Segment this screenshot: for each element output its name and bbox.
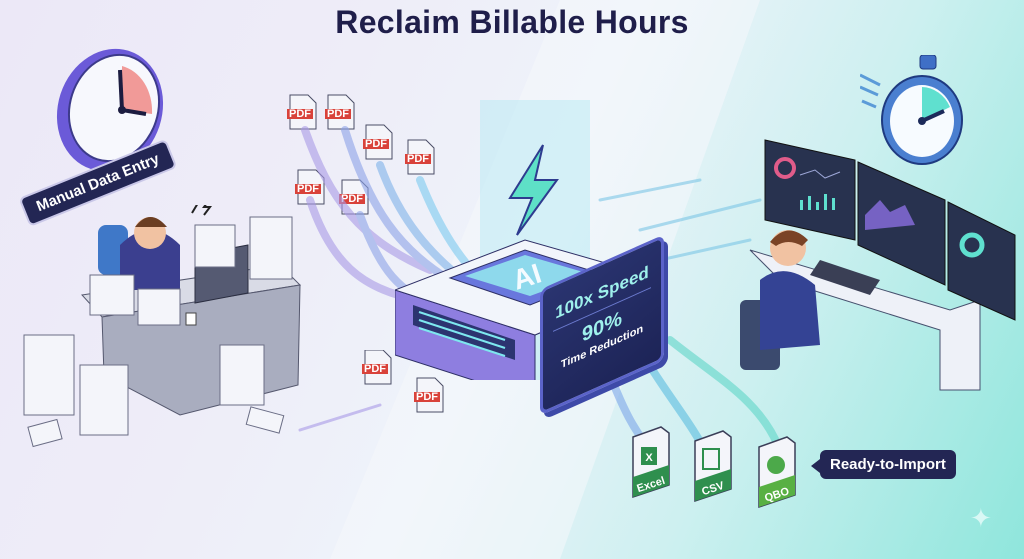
stressed-worker-illustration <box>23 205 302 448</box>
sparkle-icon: ✦ <box>970 503 992 533</box>
svg-text:X: X <box>645 452 653 464</box>
pdf-file-icon <box>338 179 369 215</box>
efficient-worker-illustration <box>740 139 1016 391</box>
pdf-file-icon <box>286 94 317 130</box>
csv-file-icon: CSV <box>694 430 732 503</box>
pdf-file-icon <box>413 377 444 413</box>
pdf-file-icon <box>294 169 325 205</box>
lightning-bolt-icon <box>508 144 559 236</box>
stress-lightning-icon <box>191 205 212 216</box>
ready-to-import-label: Ready-to-Import <box>811 450 956 479</box>
processed-pdf-files <box>361 350 444 413</box>
qbo-file-icon: QBO <box>758 436 796 509</box>
pdf-file-icon <box>324 94 355 130</box>
dashboard-monitors <box>764 139 1016 321</box>
excel-file-icon: X Excel <box>632 426 670 499</box>
stopwatch-icon <box>860 55 963 165</box>
pdf-file-icon <box>361 350 392 385</box>
pdf-file-icon <box>362 124 393 160</box>
output-files: X Excel CSV QBO <box>632 426 796 509</box>
wall-clock-icon <box>56 48 164 172</box>
page-title: Reclaim Billable Hours <box>335 4 689 40</box>
